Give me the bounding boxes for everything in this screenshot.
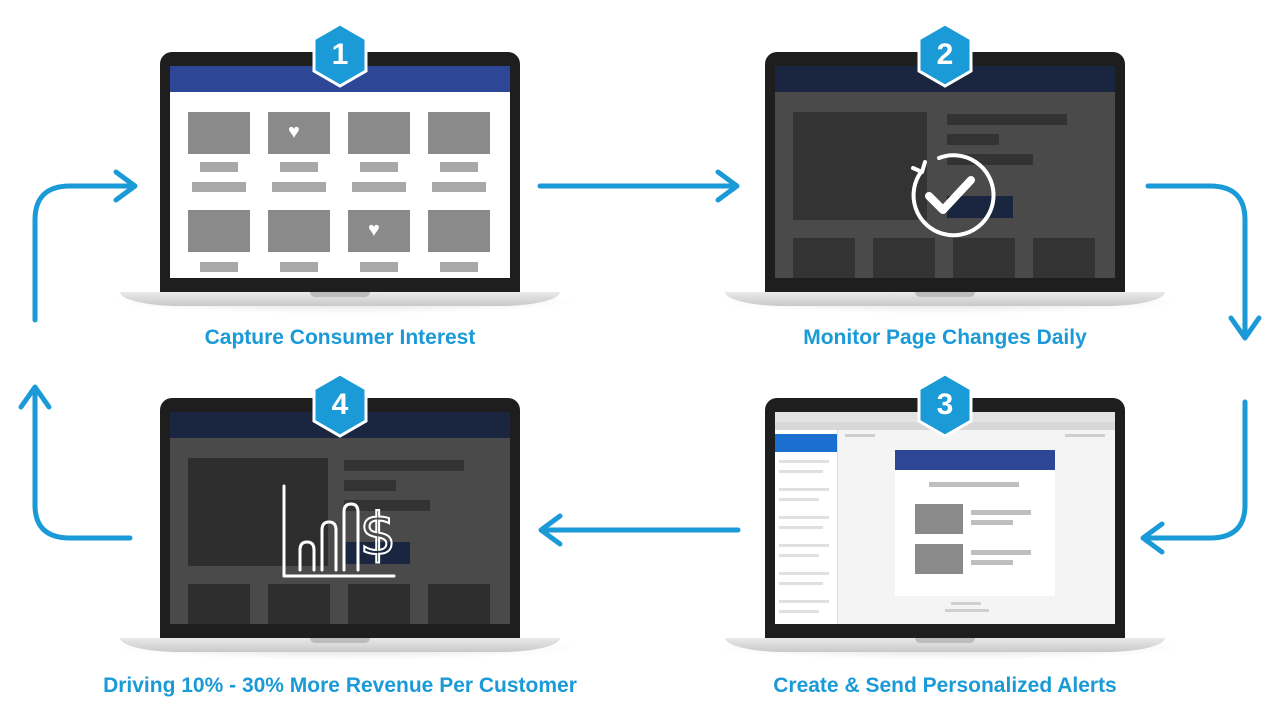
product-image-liked: ♥	[348, 210, 410, 252]
product-image	[428, 210, 490, 252]
product-image	[793, 112, 927, 220]
buy-button-placeholder	[947, 196, 1013, 218]
step-caption: Create & Send Personalized Alerts	[773, 674, 1117, 697]
laptop-screen: ♥ ♥	[170, 66, 510, 278]
email-body	[895, 450, 1055, 596]
product-image	[348, 112, 410, 154]
buy-button-placeholder	[344, 542, 410, 564]
email-list-item-selected	[775, 434, 837, 452]
step-badge	[917, 22, 973, 88]
revenue-chart-icon: $	[282, 484, 397, 578]
laptop-screen	[775, 66, 1115, 278]
step-badge	[312, 22, 368, 88]
email-header-bar	[895, 450, 1055, 470]
product-image	[915, 504, 963, 534]
product-image	[188, 210, 250, 252]
refresh-check-icon	[911, 153, 996, 238]
arrow-4-to-1-top	[32, 183, 136, 323]
step-caption: Monitor Page Changes Daily	[803, 326, 1087, 349]
product-image	[188, 112, 250, 154]
step-number: 3	[936, 388, 954, 421]
product-image	[188, 458, 328, 566]
laptop-base	[725, 292, 1165, 306]
arrow-4-to-1-bottom	[32, 387, 133, 541]
email-client-screen	[775, 412, 1115, 624]
heart-icon: ♥	[288, 121, 300, 143]
laptop-base	[120, 638, 560, 652]
product-image	[268, 210, 330, 252]
laptop-base	[120, 292, 560, 306]
laptop-screen: $	[170, 412, 510, 624]
step-number: 2	[936, 38, 954, 71]
product-image-liked: ♥	[268, 112, 330, 154]
laptop-base	[725, 638, 1165, 652]
step-caption: Capture Consumer Interest	[204, 326, 476, 349]
heart-icon: ♥	[368, 219, 380, 241]
step-badge	[312, 372, 368, 438]
svg-text:$: $	[360, 500, 397, 568]
step-badge	[917, 372, 973, 438]
step-caption: Driving 10% - 30% More Revenue Per Custo…	[103, 674, 577, 697]
arrow-2-to-3-bottom	[1142, 399, 1248, 541]
email-list	[775, 430, 838, 624]
product-image	[915, 544, 963, 574]
step-number: 4	[331, 388, 349, 421]
step-number: 1	[331, 38, 349, 71]
product-image	[428, 112, 490, 154]
arrow-2-to-3-top	[1145, 183, 1248, 338]
